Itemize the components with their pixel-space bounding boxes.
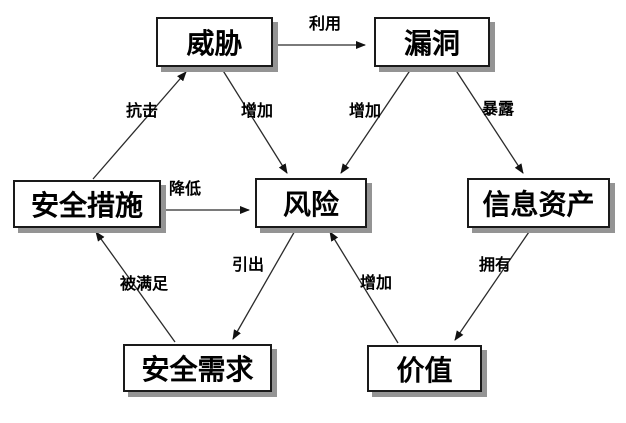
edge-label-increase-by-threat: 增加 xyxy=(240,103,274,120)
node-security-measures-label: 安全措施 xyxy=(30,190,143,221)
node-vulnerability: 漏洞 xyxy=(374,17,490,67)
edge-expose-line xyxy=(454,68,524,174)
edge-label-reduce: 降低 xyxy=(168,181,202,198)
edge-label-satisfied-by: 被满足 xyxy=(119,276,169,293)
edge-label-own: 拥有 xyxy=(478,257,512,274)
edge-label-exploit: 利用 xyxy=(308,16,342,33)
edge-increase-by-vulnerability-line xyxy=(340,68,412,174)
edge-own-line xyxy=(454,228,532,341)
node-information-assets-label: 信息资产 xyxy=(482,189,595,220)
node-value-label: 价值 xyxy=(396,354,453,386)
node-risk: 风险 xyxy=(255,178,367,228)
edge-lead-to-line xyxy=(232,228,297,340)
edge-label-expose: 暴露 xyxy=(481,101,515,118)
node-threat-label: 威胁 xyxy=(186,28,243,59)
edge-label-increase-by-vulnerability: 增加 xyxy=(348,103,382,120)
edge-resist-line xyxy=(92,71,187,180)
edge-increase-by-value-line xyxy=(329,231,399,344)
node-risk-label: 风险 xyxy=(282,189,339,220)
node-information-assets: 信息资产 xyxy=(467,178,610,228)
node-security-requirements-label: 安全需求 xyxy=(141,354,254,385)
edge-label-increase-by-value: 增加 xyxy=(359,275,393,292)
edge-satisfied-by-line xyxy=(95,231,176,343)
node-security-requirements: 安全需求 xyxy=(123,344,272,392)
edge-label-resist: 抗击 xyxy=(125,103,159,120)
node-security-measures: 安全措施 xyxy=(13,180,161,228)
node-threat: 威胁 xyxy=(156,17,273,67)
node-vulnerability-label: 漏洞 xyxy=(403,28,460,59)
edge-increase-by-threat-line xyxy=(221,68,288,174)
node-value: 价值 xyxy=(367,345,482,392)
edge-label-lead-to: 引出 xyxy=(231,257,265,274)
